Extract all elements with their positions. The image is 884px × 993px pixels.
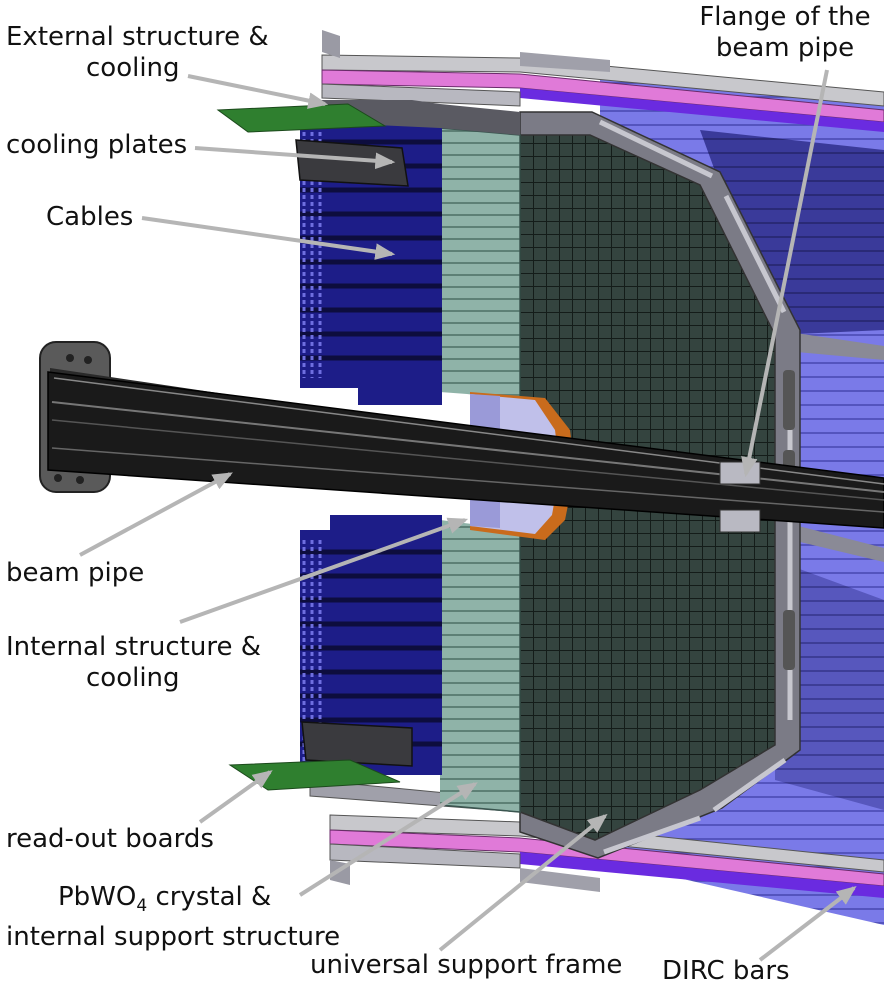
label-crystal-line2: internal support structure bbox=[6, 922, 341, 953]
arrow-crystal bbox=[298, 782, 478, 897]
arrow-internal-structure bbox=[179, 517, 469, 624]
arrow-cables bbox=[141, 216, 396, 260]
label-crystal-line1: PbWO4 crystal & bbox=[6, 882, 340, 922]
label-crystal-sub: 4 bbox=[136, 896, 148, 917]
label-support-frame: universal support frame bbox=[310, 950, 623, 980]
top-rails bbox=[321, 30, 884, 132]
arrow-cooling-plates bbox=[194, 146, 396, 170]
beam-pipe bbox=[39, 341, 884, 533]
arrow-dirc-bars bbox=[758, 885, 857, 962]
label-internal-structure-line2: cooling bbox=[86, 663, 180, 693]
label-external-structure-line2: cooling bbox=[86, 53, 180, 83]
arrow-external-structure bbox=[187, 74, 329, 109]
label-readout-boards: read-out boards bbox=[6, 824, 214, 854]
crystal-side bbox=[439, 127, 521, 813]
arrow-beam-pipe bbox=[79, 472, 233, 557]
arrow-readout-boards bbox=[198, 770, 273, 824]
cooling-plates bbox=[295, 100, 520, 767]
label-cooling-plates: cooling plates bbox=[6, 130, 188, 160]
label-crystal: PbWO4 crystal & internal support structu… bbox=[6, 882, 340, 953]
label-external-structure-line1: External structure & bbox=[6, 22, 269, 52]
label-cables: Cables bbox=[46, 202, 134, 232]
label-flange: Flange of the beam pipe bbox=[690, 2, 880, 64]
label-beam-pipe: beam pipe bbox=[6, 558, 145, 588]
label-dirc-bars: DIRC bars bbox=[662, 956, 790, 986]
label-arrows bbox=[79, 69, 857, 962]
label-internal-structure-line1: Internal structure & bbox=[6, 632, 261, 662]
arrow-support-frame bbox=[438, 813, 608, 952]
label-crystal-rest: crystal & bbox=[147, 882, 272, 912]
label-flange-line2: beam pipe bbox=[715, 33, 855, 63]
label-external-structure: External structure & cooling bbox=[6, 22, 269, 84]
arrow-flange bbox=[741, 69, 829, 478]
label-flange-line1: Flange of the bbox=[699, 2, 871, 32]
bottom-rails bbox=[309, 779, 884, 898]
label-internal-structure: Internal structure & cooling bbox=[6, 632, 261, 694]
label-crystal-chem: PbWO bbox=[58, 882, 137, 912]
